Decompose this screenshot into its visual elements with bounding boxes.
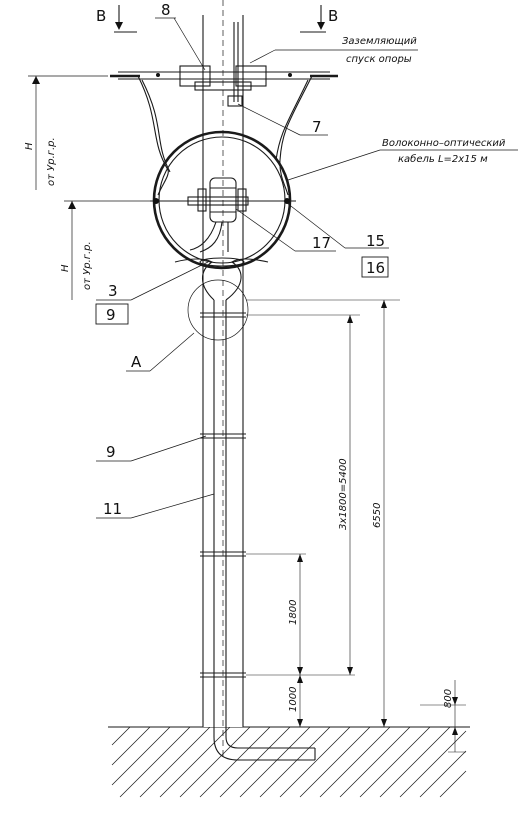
height-upper-h: H	[24, 142, 35, 150]
dim-total: 6550	[372, 503, 383, 528]
grounding-wire	[227, 22, 243, 107]
detail-a-circle	[187, 279, 249, 341]
label-section-right: В	[328, 7, 338, 25]
ground-hatch	[108, 726, 470, 798]
dim-1000: 1000	[288, 687, 299, 712]
height-mark-upper	[28, 75, 108, 190]
label-item-9b: 9	[106, 443, 116, 461]
dimension-ticks	[297, 300, 458, 735]
label-item-11: 11	[103, 500, 122, 518]
height-upper-ref: от Ур.г.р.	[46, 137, 57, 186]
label-item-16-box	[361, 256, 389, 278]
crossarm	[110, 65, 338, 91]
label-item-3: 3	[108, 282, 118, 300]
leaders	[96, 17, 518, 519]
label-item-17: 17	[312, 234, 331, 252]
height-mark-lower	[64, 200, 150, 300]
pole	[202, 0, 244, 760]
dim-1800: 1800	[288, 600, 299, 625]
cable-coil	[150, 130, 296, 270]
label-section-left: В	[96, 7, 106, 25]
cable-funnel	[174, 257, 269, 301]
section-marker-left	[114, 5, 137, 33]
label-item-16: 16	[366, 259, 385, 277]
label-detail-a: A	[131, 353, 142, 371]
cable-conduit	[213, 300, 316, 761]
note-fiber-1: Волоконно–оптический	[382, 138, 506, 149]
dim-sections: 3x1800=5400	[338, 458, 349, 530]
splice-box	[189, 177, 237, 253]
note-fiber-2: кабель L=2x15 м	[398, 153, 488, 165]
dim-800: 800	[443, 689, 454, 708]
section-marker-right	[300, 5, 326, 33]
dimension-lines	[246, 299, 466, 753]
label-item-9a-box	[95, 303, 129, 325]
pole-clamps	[200, 312, 246, 678]
label-item-15: 15	[366, 232, 385, 250]
height-lower-ref: от Ур.г.р.	[82, 241, 93, 290]
note-grounding-2: спуск опоры	[346, 54, 412, 65]
label-item-9a: 9	[106, 306, 116, 324]
label-item-8: 8	[161, 1, 171, 19]
label-item-7: 7	[312, 118, 322, 136]
height-lower-h: H	[60, 264, 71, 272]
note-grounding-1: Заземляющий	[342, 36, 417, 47]
